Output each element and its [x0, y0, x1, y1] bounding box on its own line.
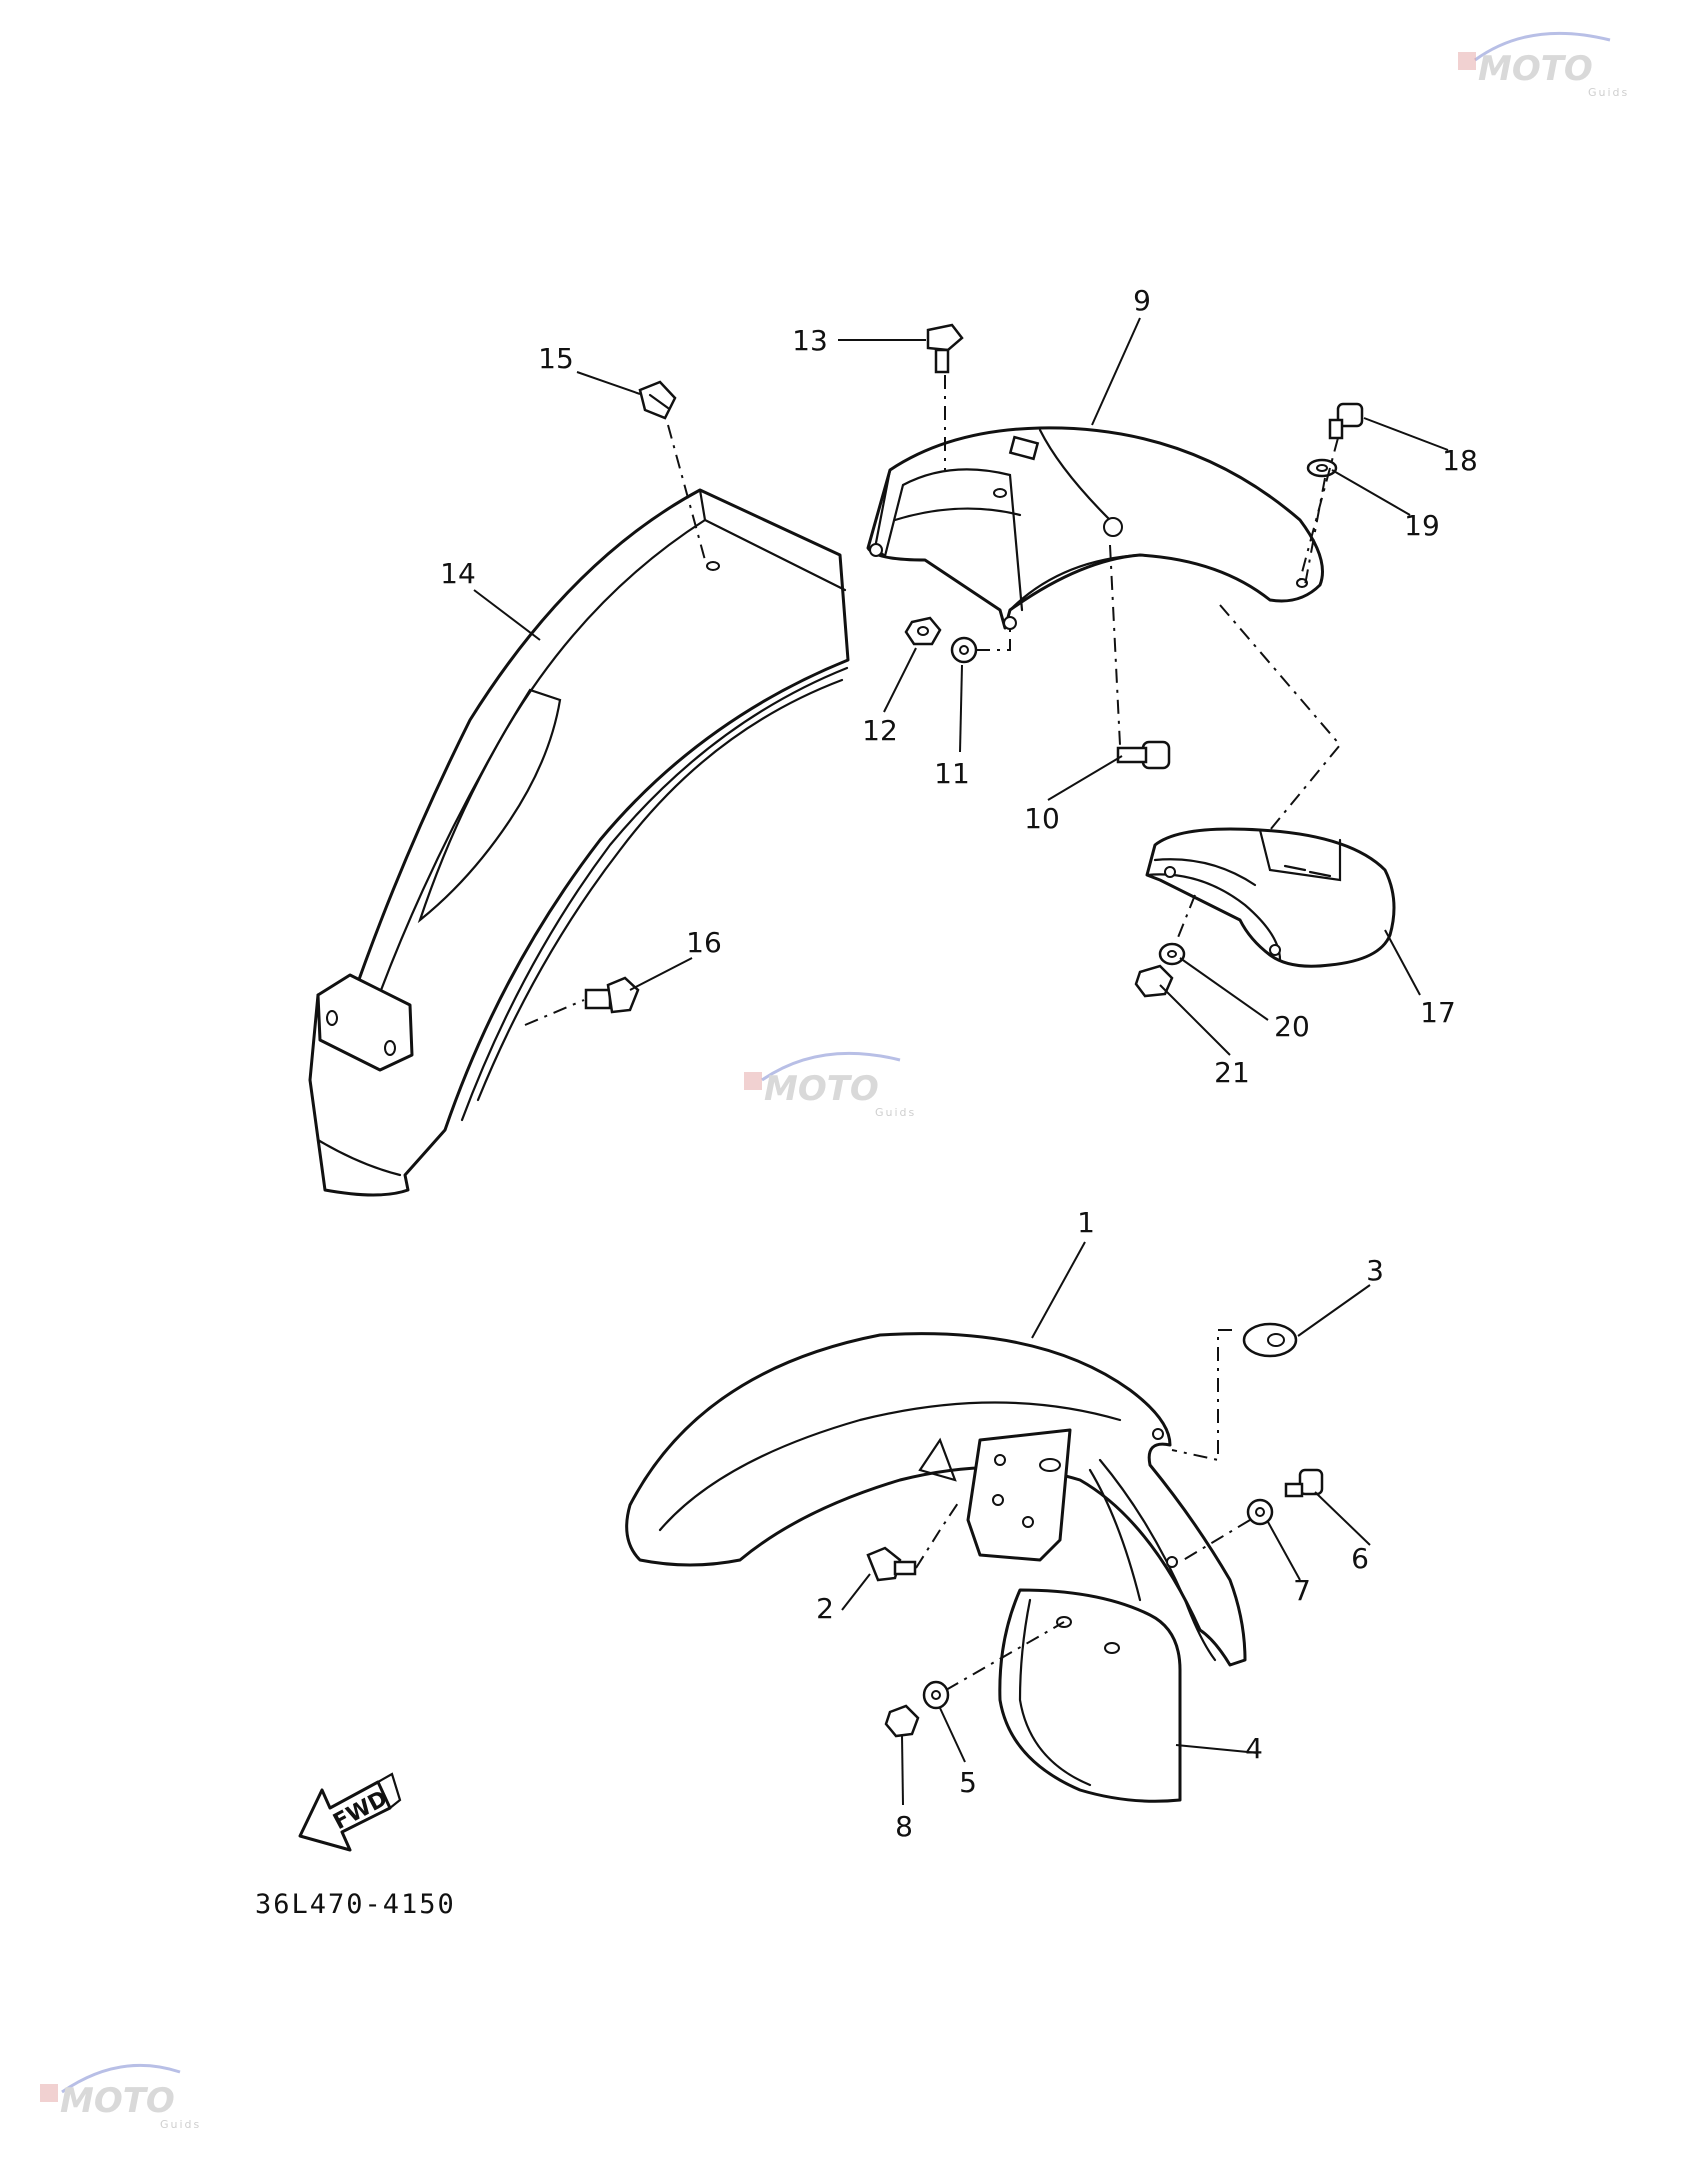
washer-5 — [922, 1680, 950, 1710]
callout-10: 10 — [1024, 802, 1060, 835]
callout-1: 1 — [1077, 1206, 1095, 1239]
callout-15: 15 — [538, 342, 574, 375]
washer-7 — [1246, 1498, 1274, 1526]
callout-17: 17 — [1420, 996, 1456, 1029]
diagram-code: 36L470-4150 — [255, 1889, 456, 1920]
callout-3: 3 — [1366, 1254, 1384, 1287]
callout-20: 20 — [1274, 1010, 1310, 1043]
callout-9: 9 — [1133, 284, 1151, 317]
callout-2: 2 — [816, 1592, 834, 1625]
callouts: 1 2 3 4 5 6 7 8 9 10 11 12 13 14 15 16 1… — [440, 284, 1478, 1843]
washer-20 — [1158, 942, 1186, 966]
callout-12: 12 — [862, 714, 898, 747]
watermark-sub: Guids — [1588, 86, 1629, 99]
callout-4: 4 — [1245, 1732, 1263, 1765]
watermark-center: MOTO Guids — [744, 1051, 916, 1119]
fwd-arrow-icon: FWD — [298, 1772, 402, 1852]
callout-11: 11 — [934, 757, 970, 790]
callout-13: 13 — [792, 324, 828, 357]
bolt-13 — [926, 323, 964, 374]
front-fender — [625, 1332, 1247, 1667]
bolt-10 — [1116, 740, 1171, 770]
watermark-brand: MOTO — [1478, 49, 1593, 89]
callout-16: 16 — [686, 926, 722, 959]
callout-5: 5 — [959, 1766, 977, 1799]
callout-7: 7 — [1293, 1574, 1311, 1607]
bolt-6 — [1284, 1468, 1324, 1498]
taillight-bracket — [1145, 827, 1396, 968]
callout-6: 6 — [1351, 1542, 1369, 1575]
watermark-top-right: MOTO Guids — [1458, 31, 1629, 99]
washer-11 — [950, 636, 978, 664]
watermark-sub: Guids — [160, 2118, 201, 2131]
bolt-15 — [638, 380, 677, 420]
callout-19: 19 — [1404, 509, 1440, 542]
bolt-18 — [1328, 402, 1364, 440]
callout-18: 18 — [1442, 444, 1478, 477]
rear-fender-upper — [866, 426, 1324, 630]
assembly-lines — [524, 375, 1342, 1691]
watermark-brand: MOTO — [60, 2081, 175, 2121]
callout-14: 14 — [440, 557, 476, 590]
leader-lines — [473, 317, 1449, 1806]
watermark-sub: Guids — [875, 1106, 916, 1119]
bolt-16 — [584, 976, 640, 1014]
front-mud-flap — [998, 1588, 1182, 1803]
washer-19 — [1306, 458, 1338, 478]
rear-fender — [308, 488, 850, 1197]
callout-21: 21 — [1214, 1056, 1250, 1089]
callout-8: 8 — [895, 1810, 913, 1843]
watermark-brand: MOTO — [764, 1069, 879, 1109]
bolt-3 — [1242, 1322, 1298, 1358]
watermark-bottom-left: MOTO Guids — [40, 2063, 201, 2131]
bolt-2 — [866, 1546, 917, 1582]
nut-12 — [904, 616, 942, 646]
nut-8 — [884, 1704, 920, 1738]
